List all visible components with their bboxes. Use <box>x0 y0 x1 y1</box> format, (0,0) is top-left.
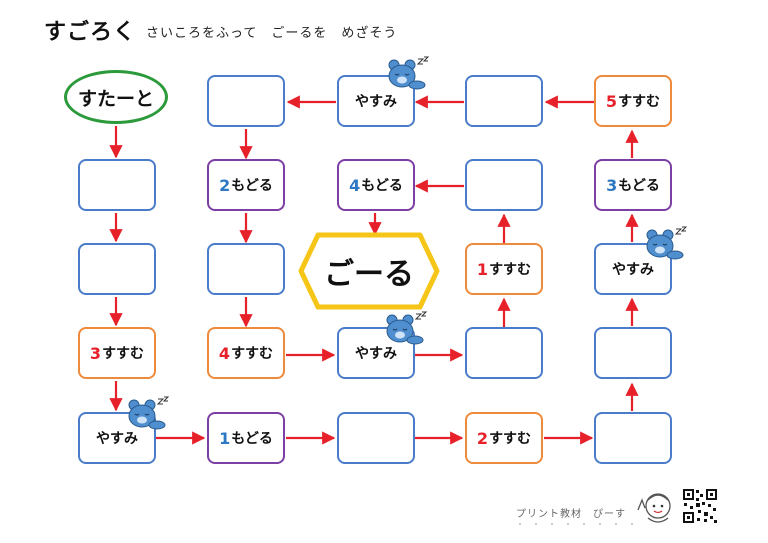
square-label: もどる <box>231 431 273 447</box>
square-label: もどる <box>618 178 660 194</box>
start-square: すたーと <box>64 70 168 124</box>
square-r5c5 <box>594 412 672 464</box>
square-r1c4 <box>465 75 543 127</box>
page-title: すごろく <box>44 20 137 45</box>
square-r3c1 <box>78 243 156 295</box>
qr-code-icon <box>682 488 718 524</box>
square-label: すすむ <box>489 431 532 447</box>
square-number: 4 <box>218 343 231 363</box>
goal-hexagon <box>298 232 440 310</box>
sleeping-bear-icon <box>128 396 170 430</box>
square-number: 3 <box>89 343 102 363</box>
sleeping-bear-icon <box>388 56 430 90</box>
footer-dots: ・・・・・・・・ <box>516 520 644 529</box>
square-r4c5 <box>594 327 672 379</box>
sleeping-bear-icon <box>386 311 428 345</box>
square-number: 5 <box>605 91 618 111</box>
footer-credit: プリント教材 ぴーす <box>516 509 626 520</box>
square-label: すすむ <box>231 346 274 362</box>
square-number: 2 <box>219 175 231 195</box>
square-label: やすみ <box>355 346 397 362</box>
square-label: やすみ <box>96 431 138 447</box>
square-label: すすむ <box>102 346 145 362</box>
square-label: すすむ <box>489 262 532 278</box>
square-number: 4 <box>349 175 361 195</box>
goal-label: ごーる <box>324 257 414 292</box>
square-label: もどる <box>361 178 403 194</box>
square-r2c4 <box>465 159 543 211</box>
square-r4c4 <box>465 327 543 379</box>
square-label: すすむ <box>618 94 661 110</box>
square-number: 1 <box>219 428 231 448</box>
square-number: 2 <box>476 428 489 448</box>
page-subtitle: さいころをふって ごーるを めざそう <box>146 26 398 41</box>
square-r1c2 <box>207 75 285 127</box>
square-number: 1 <box>476 259 489 279</box>
square-r3c2 <box>207 243 285 295</box>
square-r5c3 <box>337 412 415 464</box>
square-label: もどる <box>231 178 273 194</box>
square-number: 3 <box>606 175 618 195</box>
square-label: やすみ <box>355 94 397 110</box>
square-r2c1 <box>78 159 156 211</box>
mascot-icon <box>637 493 671 523</box>
square-label: やすみ <box>612 262 654 278</box>
sleeping-bear-icon <box>646 226 688 260</box>
